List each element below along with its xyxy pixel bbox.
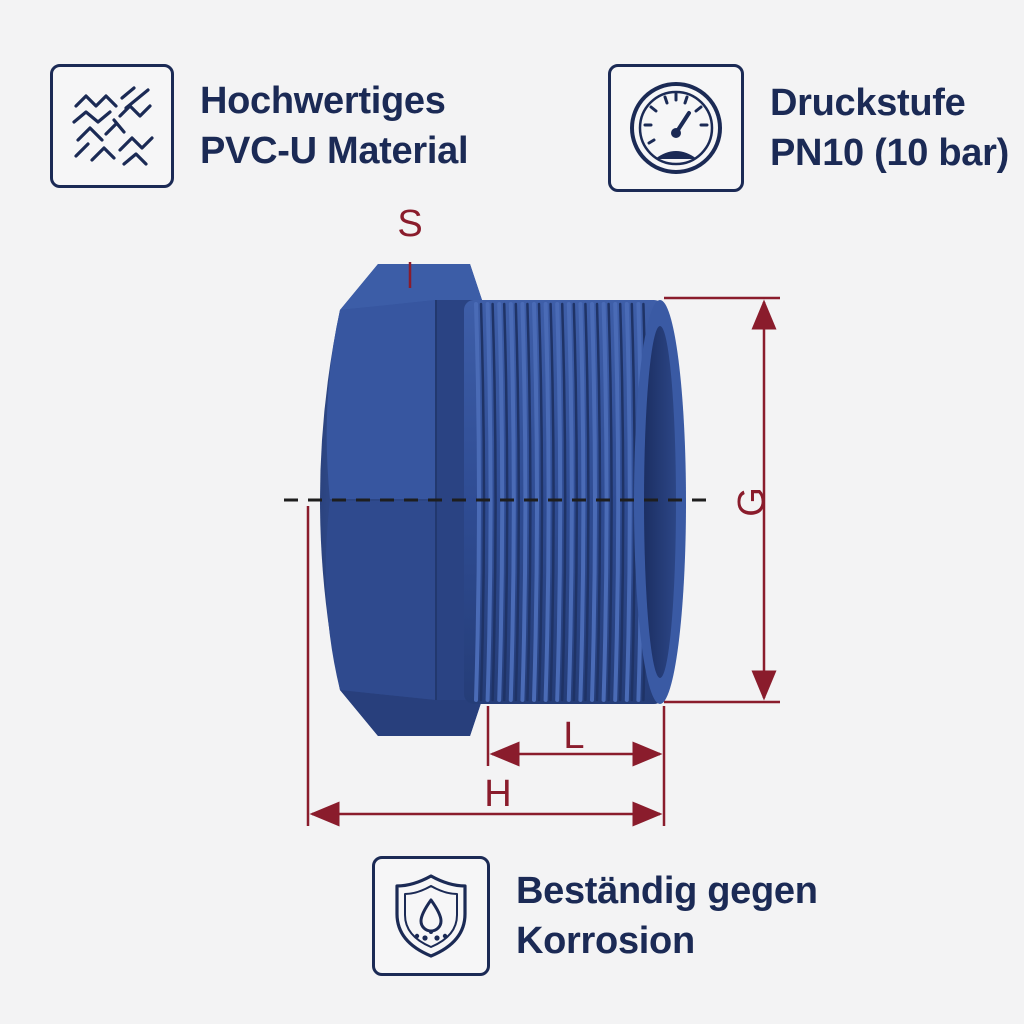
thread-ridge	[485, 302, 493, 702]
feature-material-line1: Hochwertiges	[200, 80, 446, 122]
thread-groove	[549, 302, 555, 702]
thread-groove	[560, 302, 567, 702]
thread-groove	[491, 302, 497, 702]
thread-ridge	[624, 302, 632, 702]
feature-material-line2: PVC-U Material	[200, 130, 469, 172]
thread-ridge	[590, 302, 597, 702]
crosshatch-material-icon	[50, 64, 174, 188]
thread-groove	[595, 302, 602, 702]
thread-ridge	[497, 302, 505, 702]
thread-ridge	[555, 302, 563, 702]
thread-groove	[607, 302, 613, 702]
dimension-label-h: H	[484, 773, 511, 815]
thread-groove	[572, 302, 579, 702]
feature-corrosion: Beständig gegen Korrosion	[372, 856, 818, 976]
thread-groove	[584, 302, 590, 702]
feature-corrosion-line2: Korrosion	[516, 920, 695, 962]
thread-groove	[479, 302, 486, 702]
feature-corrosion-line1: Beständig gegen	[516, 870, 818, 912]
dimension-lines	[306, 262, 780, 827]
thread-ridge	[601, 302, 609, 702]
feature-material-label: Hochwertiges PVC-U Material	[200, 76, 469, 176]
thread-ridge	[508, 302, 516, 702]
shield-droplet-icon	[372, 856, 490, 976]
thread-groove	[514, 302, 521, 702]
thread-ridge	[520, 302, 528, 702]
thread-groove	[526, 302, 532, 702]
feature-pressure-line2: PN10 (10 bar)	[770, 132, 1009, 174]
threaded-section	[464, 300, 686, 704]
dimension-label-l: L	[563, 715, 584, 757]
thread-ridge	[543, 302, 551, 702]
feature-pressure-line1: Druckstufe	[770, 82, 966, 124]
feature-pressure-label: Druckstufe PN10 (10 bar)	[770, 78, 1009, 178]
dimension-label-s: S	[397, 203, 422, 245]
thread-ridge	[532, 302, 539, 702]
thread-groove	[537, 302, 544, 702]
dimension-label-g: G	[731, 487, 773, 517]
thread-ridge	[474, 302, 481, 702]
thread-ridge	[566, 302, 574, 702]
feature-material: Hochwertiges PVC-U Material	[50, 64, 469, 188]
thread-ridge	[613, 302, 621, 702]
feature-corrosion-label: Beständig gegen Korrosion	[516, 866, 818, 966]
thread-groove	[502, 302, 509, 702]
thread-groove	[618, 302, 625, 702]
feature-pressure: Druckstufe PN10 (10 bar)	[608, 64, 1009, 192]
thread-ridge	[578, 302, 586, 702]
pressure-gauge-icon	[608, 64, 744, 192]
